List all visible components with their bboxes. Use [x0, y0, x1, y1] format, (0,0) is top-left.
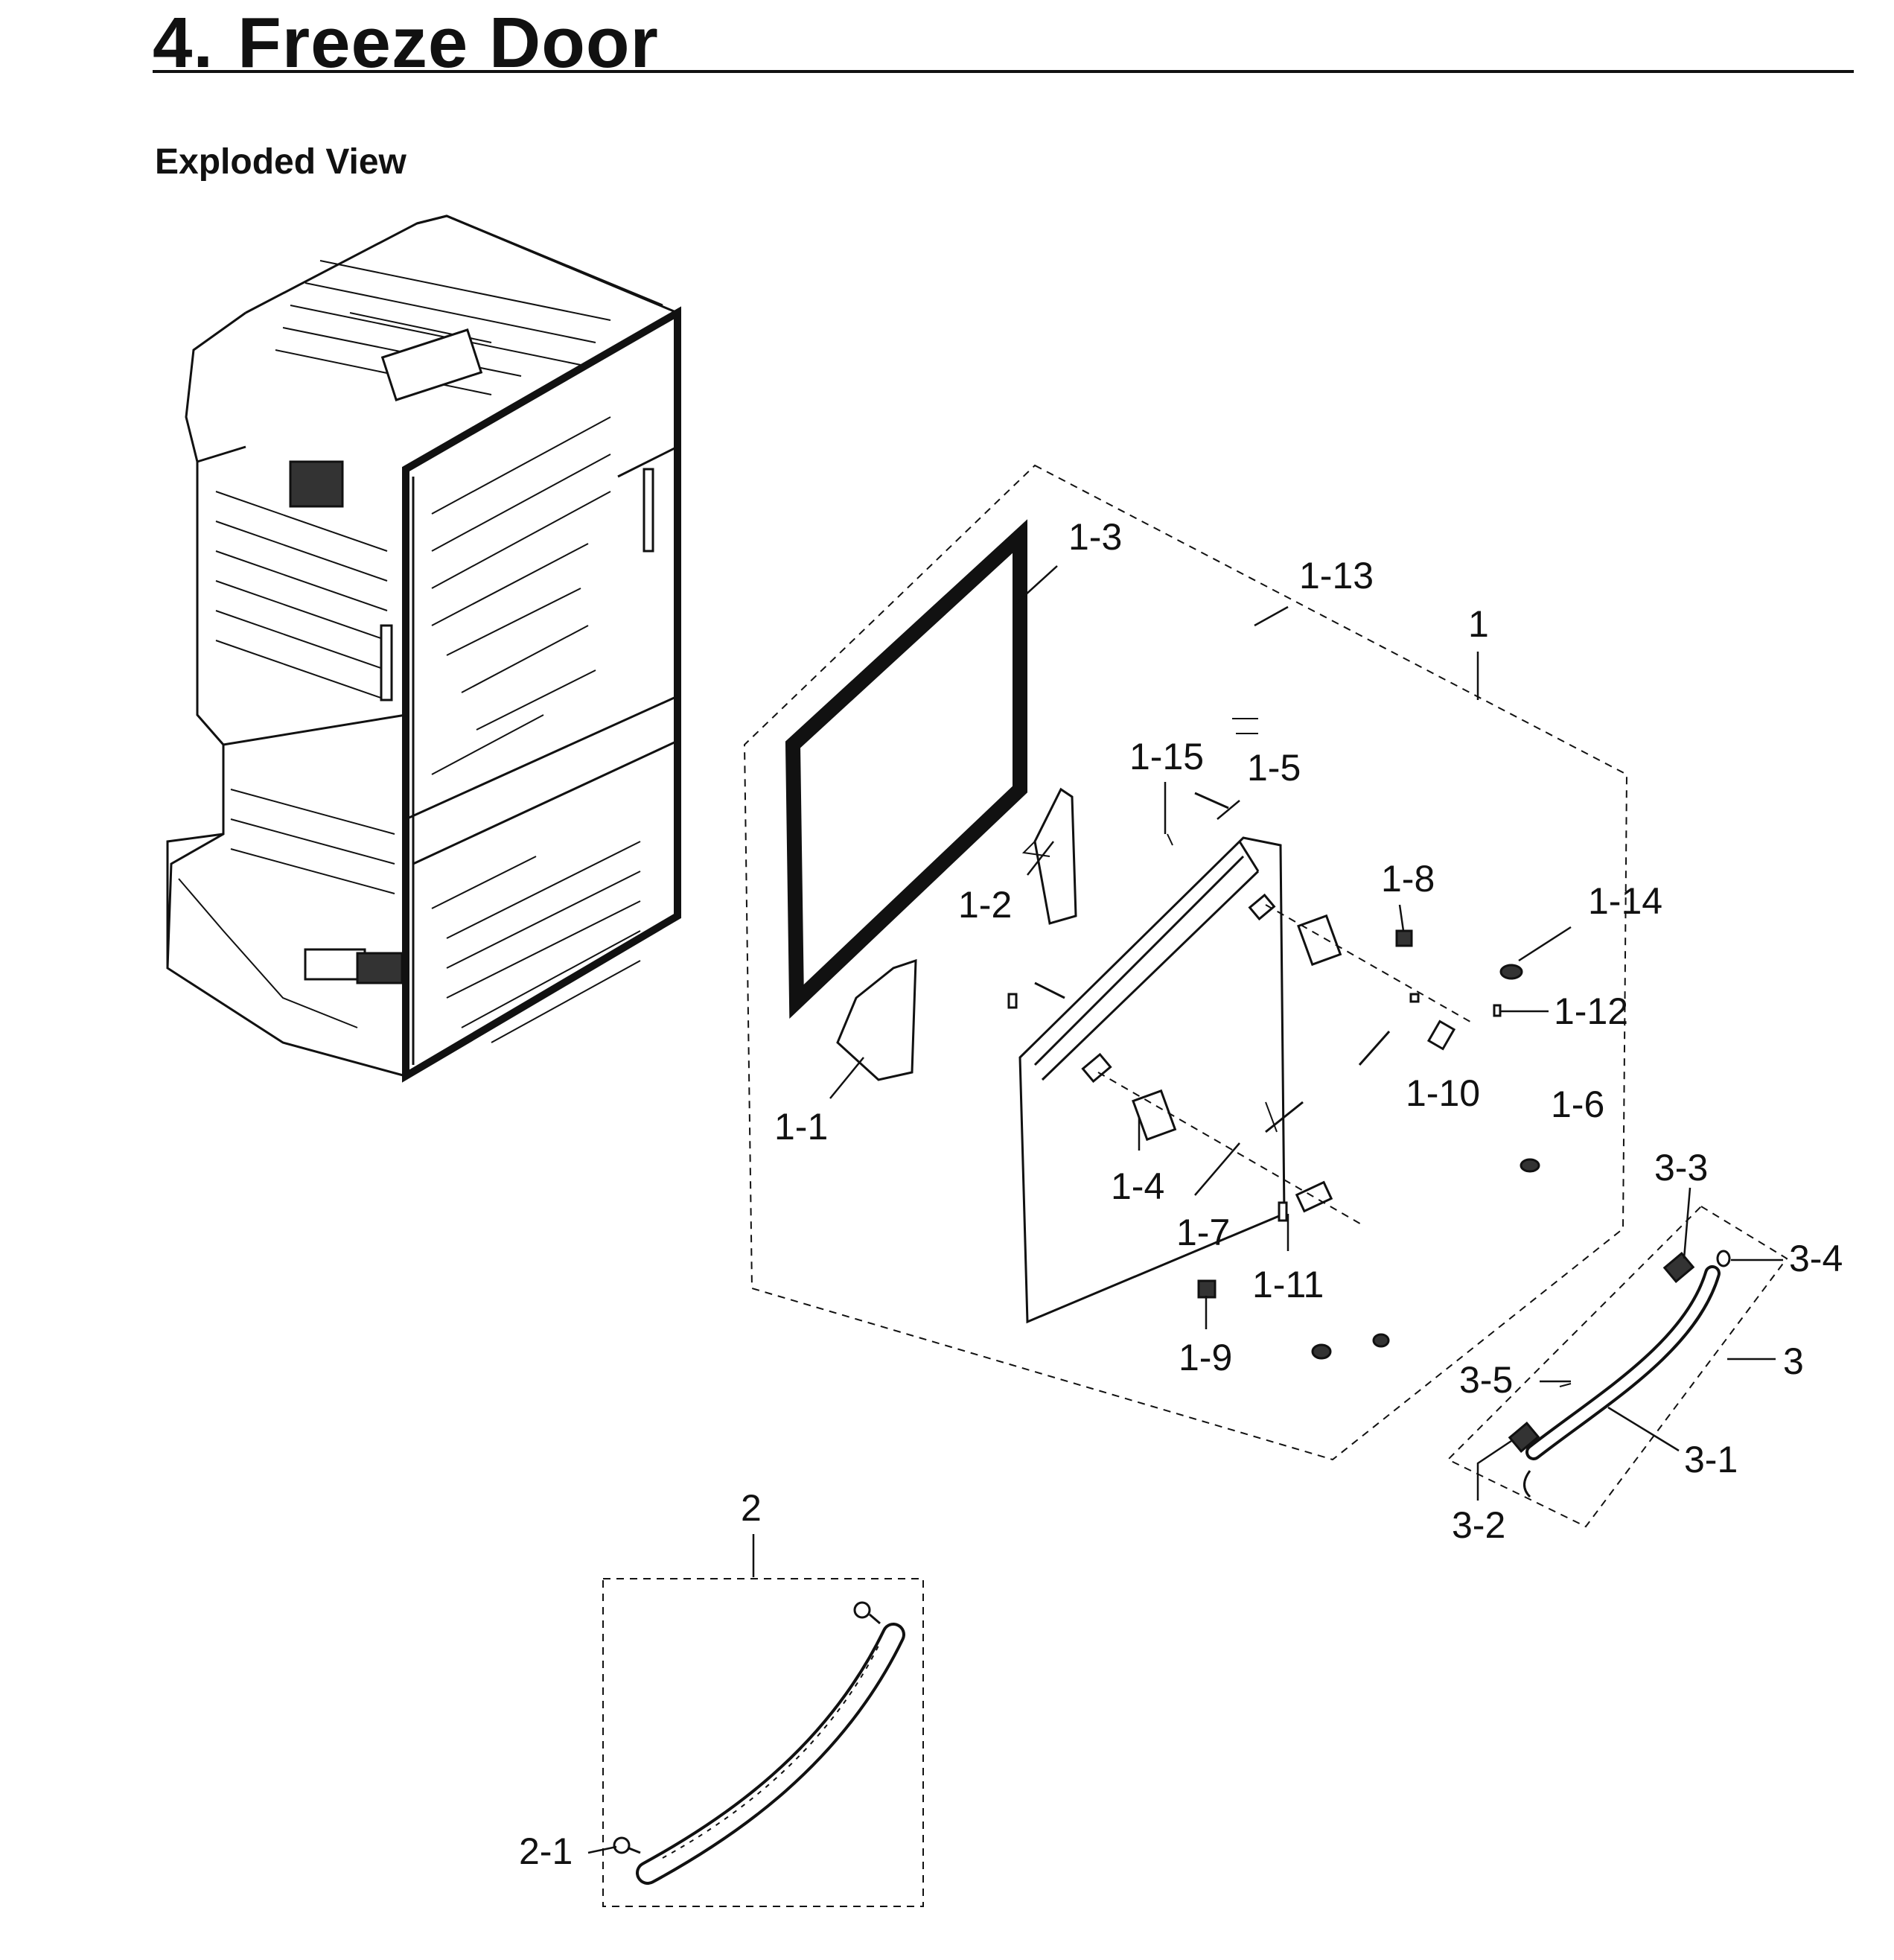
callout-1-12: 1-12 — [1554, 990, 1628, 1032]
door-brackets — [1132, 914, 1342, 1213]
handle-assembly-3 — [1508, 1250, 1731, 1498]
section-heading: 4. Freeze Door — [153, 3, 659, 83]
handle-assembly-2 — [613, 1601, 905, 1885]
callout-1-4: 1-4 — [1111, 1165, 1164, 1207]
callout-1-3: 1-3 — [1068, 516, 1122, 558]
callout-3-2: 3-2 — [1452, 1504, 1505, 1546]
lower-hinge-part — [836, 958, 917, 1081]
callout-3-1: 3-1 — [1684, 1439, 1738, 1480]
callout-labels: 1-3 1-13 1 1-15 1-5 1-2 1-8 1-14 1-12 1-… — [519, 516, 1843, 1872]
alignment-lines — [1097, 904, 1475, 1226]
section-number: 4. — [153, 3, 214, 83]
leader-lines — [587, 565, 1783, 1854]
section-title: Freeze Door — [237, 3, 659, 83]
callout-1: 1 — [1468, 603, 1489, 645]
callout-3-4: 3-4 — [1789, 1238, 1843, 1279]
callout-3-3: 3-3 — [1654, 1147, 1708, 1189]
callout-1-1: 1-1 — [774, 1106, 828, 1148]
assembly-1-boundary — [743, 464, 1628, 1461]
callout-1-10: 1-10 — [1406, 1072, 1480, 1114]
callout-1-2: 1-2 — [958, 884, 1012, 926]
callout-2-1: 2-1 — [519, 1830, 573, 1872]
callout-1-14: 1-14 — [1588, 880, 1662, 922]
door-gasket-part — [785, 519, 1027, 1019]
callout-3-5: 3-5 — [1459, 1359, 1513, 1401]
upper-hinge-part — [1021, 787, 1077, 925]
callout-1-8: 1-8 — [1381, 858, 1435, 900]
callout-1-9: 1-9 — [1179, 1337, 1232, 1378]
assembly-2-boundary — [602, 1578, 924, 1907]
freezer-door-panel — [1018, 836, 1286, 1324]
callout-2: 2 — [741, 1487, 762, 1529]
refrigerator-cabinet-illustration — [166, 214, 681, 1083]
callout-3: 3 — [1783, 1340, 1804, 1382]
callout-1-13: 1-13 — [1299, 555, 1374, 596]
callout-1-6: 1-6 — [1551, 1084, 1604, 1125]
callout-1-5: 1-5 — [1247, 747, 1301, 789]
heading-rule — [153, 70, 1854, 73]
callout-1-11: 1-11 — [1252, 1264, 1324, 1305]
assembly-3-boundary — [1447, 1205, 1788, 1528]
callout-1-7: 1-7 — [1176, 1212, 1230, 1253]
view-subtitle: Exploded View — [155, 142, 406, 182]
callout-1-15: 1-15 — [1129, 736, 1204, 777]
